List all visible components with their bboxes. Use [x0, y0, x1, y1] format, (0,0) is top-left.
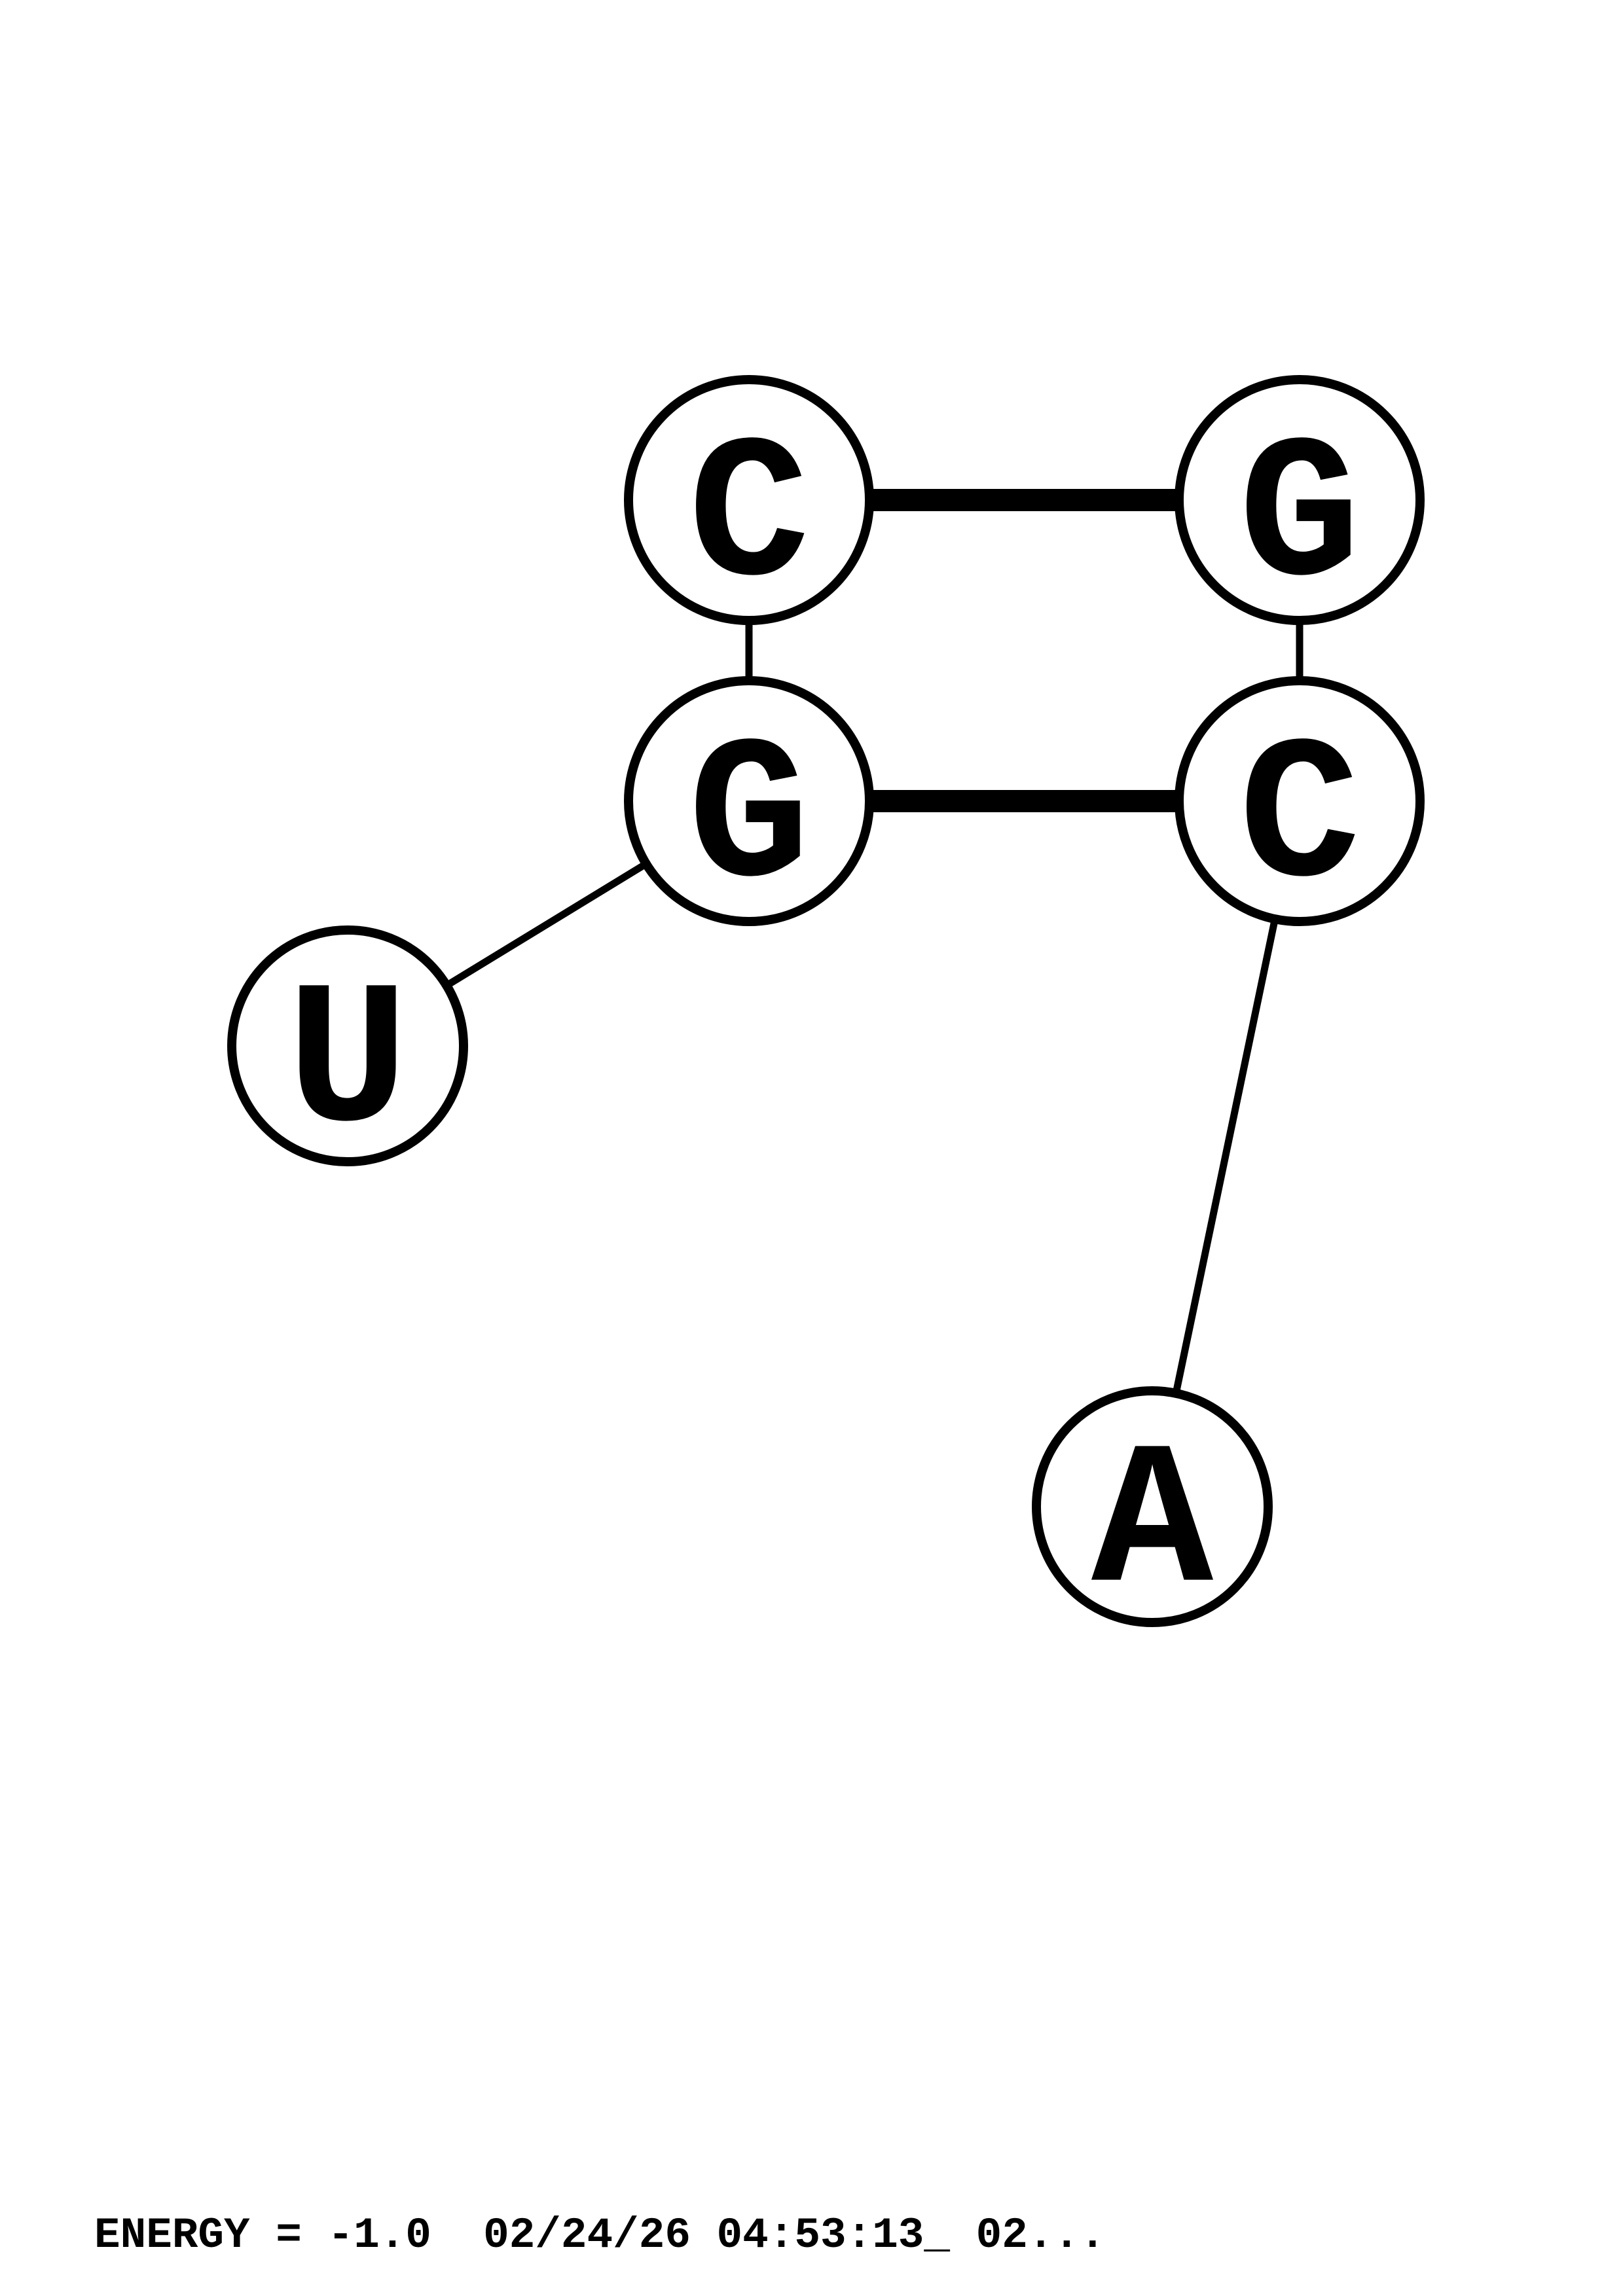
nucleotide-node-label: G	[1239, 405, 1360, 635]
energy-footer-label: ENERGY = -1.0 02/24/26 04:53:13_ 02...	[94, 2211, 1106, 2260]
nucleotide-node-circle	[1032, 1386, 1273, 1627]
nucleotide-node-circle	[1175, 375, 1425, 625]
nucleotide-node-circle	[624, 375, 874, 625]
nucleotide-node-circle	[1175, 676, 1425, 926]
nucleotide-node-circle	[227, 925, 468, 1166]
nucleotide-node-label: C	[688, 405, 810, 635]
nucleotide-node-label: C	[1239, 706, 1360, 936]
nucleotide-node-label: G	[688, 706, 810, 936]
nucleotide-node-circle	[624, 676, 874, 926]
nucleotide-node-label: A	[1091, 1412, 1215, 1641]
nucleotide-node-label: U	[287, 951, 409, 1181]
